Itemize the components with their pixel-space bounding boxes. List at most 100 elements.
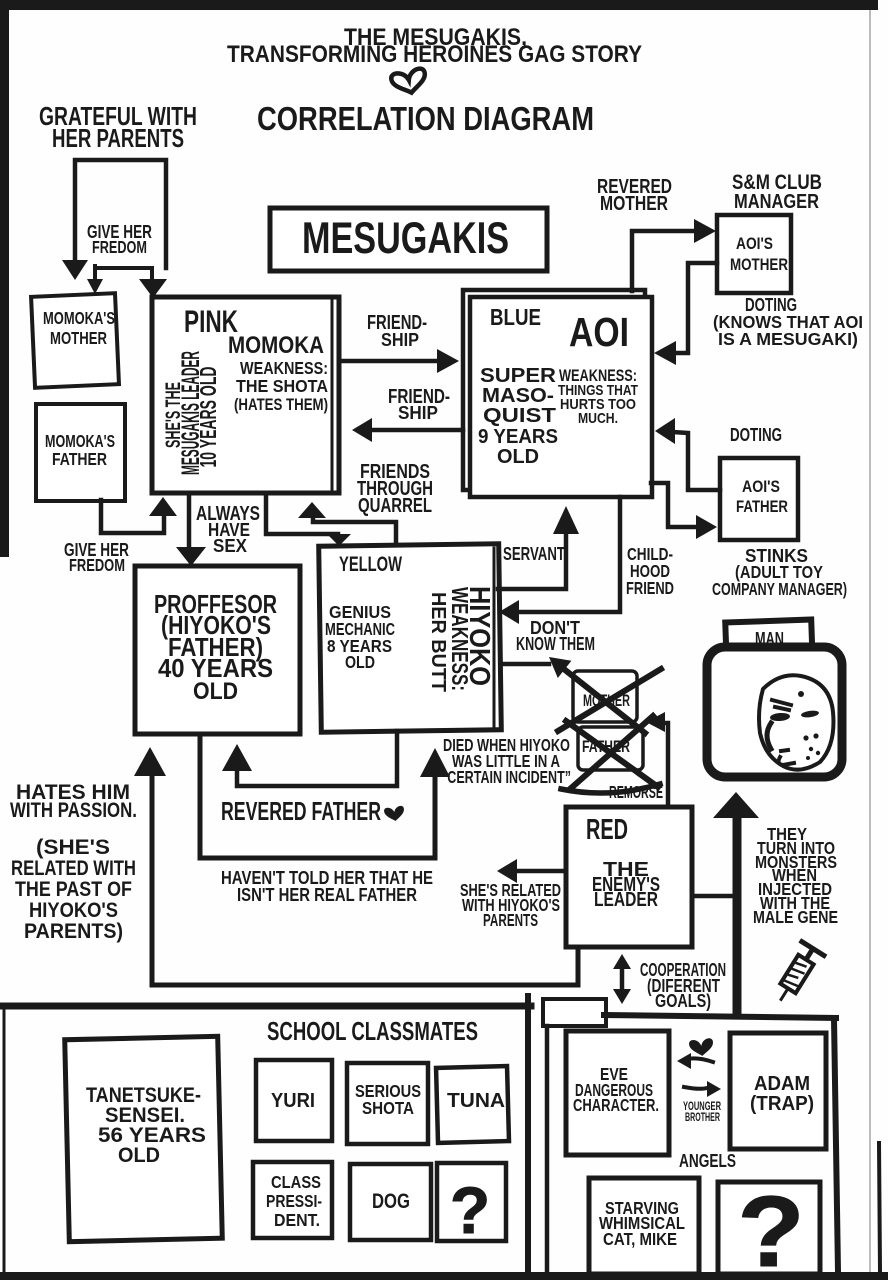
svg-text:MECHANIC: MECHANIC [325,620,395,639]
svg-text:?: ? [737,1177,804,1280]
svg-text:WHEN: WHEN [772,866,817,885]
svg-text:THE MESUGAKIS,: THE MESUGAKIS, [344,23,527,50]
svg-text:40 YEARS: 40 YEARS [158,654,273,682]
svg-text:ADAM: ADAM [754,1072,810,1095]
svg-text:BLUE: BLUE [490,306,541,331]
svg-text:(TRAP): (TRAP) [750,1092,814,1115]
svg-text:SERIOUS: SERIOUS [355,1082,421,1101]
svg-text:CLASS: CLASS [271,1173,321,1192]
svg-text:LEADER: LEADER [594,888,658,911]
svg-text:WITH PASSION.: WITH PASSION. [10,799,137,823]
svg-text:SEX: SEX [213,535,247,557]
svg-text:MESUGAKIS LEADER: MESUGAKIS LEADER [177,351,205,475]
svg-text:FATHER: FATHER [736,498,788,516]
svg-text:RED: RED [586,814,628,846]
svg-text:GENIUS: GENIUS [329,603,391,622]
svg-text:CHILD-: CHILD- [627,545,673,564]
svg-text:MOTHER: MOTHER [600,192,668,215]
svg-text:WEAKNESS:: WEAKNESS: [559,367,637,385]
svg-text:THE SHOTA: THE SHOTA [236,377,328,396]
svg-text:HIYOKO: HIYOKO [463,586,495,686]
svg-text:HAVEN'T TOLD HER THAT HE: HAVEN'T TOLD HER THAT HE [221,867,433,889]
svg-text:TURN INTO: TURN INTO [757,839,835,858]
svg-text:FRIEND-: FRIEND- [388,385,450,408]
svg-text:MOMOKA: MOMOKA [228,331,324,358]
svg-text:HER BUTT: HER BUTT [427,592,449,692]
svg-text:FREDOM: FREDOM [92,238,147,257]
svg-text:MASO-: MASO- [482,384,554,407]
svg-text:“CERTAIN INCIDENT”: “CERTAIN INCIDENT” [441,768,571,787]
svg-text:HIYOKO'S: HIYOKO'S [29,899,118,923]
svg-text:MOTHER: MOTHER [583,692,630,710]
svg-text:THINGS THAT: THINGS THAT [558,381,638,398]
svg-text:PINK: PINK [184,304,238,339]
svg-text:56 YEARS: 56 YEARS [98,1124,206,1148]
svg-text:COOPERATION: COOPERATION [640,959,726,981]
svg-text:PROFFESOR: PROFFESOR [154,590,277,618]
svg-text:GIVE HER: GIVE HER [64,539,129,561]
svg-text:HAVE: HAVE [208,519,250,541]
svg-text:CORRELATION DIAGRAM: CORRELATION DIAGRAM [257,100,594,138]
svg-text:WHIMSICAL: WHIMSICAL [599,1214,685,1233]
svg-text:INJECTED: INJECTED [758,880,832,899]
svg-text:THROUGH: THROUGH [357,477,433,500]
svg-text:STINKS: STINKS [745,545,808,567]
svg-text:PARENTS): PARENTS) [24,920,123,944]
svg-text:CAT, MIKE: CAT, MIKE [603,1230,677,1249]
svg-text:YOUNGER: YOUNGER [683,1100,721,1114]
svg-text:OLD: OLD [497,445,539,468]
svg-text:MONSTERS: MONSTERS [755,853,837,872]
svg-text:MALE GENE: MALE GENE [753,908,838,927]
svg-text:IS A MESUGAKI): IS A MESUGAKI) [718,330,858,349]
svg-text:ISN'T HER REAL FATHER: ISN'T HER REAL FATHER [237,884,417,906]
svg-text:SCHOOL CLASSMATES: SCHOOL CLASSMATES [267,1017,478,1045]
svg-text:(ADULT TOY: (ADULT TOY [735,563,824,582]
svg-text:RELATED WITH: RELATED WITH [11,857,136,881]
svg-text:HER PARENTS: HER PARENTS [52,124,184,152]
svg-text:?: ? [450,1173,490,1247]
svg-text:DENT.: DENT. [274,1211,320,1230]
svg-text:SUPER: SUPER [480,364,556,387]
svg-text:DANGEROUS: DANGEROUS [575,1081,653,1100]
svg-text:MANAGER: MANAGER [734,190,819,213]
svg-text:WITH THE: WITH THE [760,894,830,913]
svg-text:MAN: MAN [755,628,784,650]
svg-text:DIED WHEN HIYOKO: DIED WHEN HIYOKO [443,736,570,755]
svg-text:OLD: OLD [193,677,238,704]
svg-text:MOMOKA'S: MOMOKA'S [45,432,115,451]
svg-text:STARVING: STARVING [605,1199,679,1218]
svg-text:KNOW THEM: KNOW THEM [516,633,595,655]
svg-text:SENSEI.: SENSEI. [105,1104,185,1128]
svg-text:FRIEND: FRIEND [626,579,674,598]
svg-text:ANGELS: ANGELS [679,1150,736,1172]
svg-text:REMORSE: REMORSE [609,783,663,802]
svg-text:FREDOM: FREDOM [69,556,125,575]
svg-text:FATHER): FATHER) [168,633,263,661]
svg-text:(DIFERENT: (DIFERENT [647,975,720,997]
svg-text:PARENTS: PARENTS [483,911,538,930]
svg-text:8 YEARS: 8 YEARS [327,637,392,656]
svg-text:MOTHER: MOTHER [50,329,107,348]
svg-text:WEAKNESS:: WEAKNESS: [240,359,328,378]
svg-text:SHE'S RELATED: SHE'S RELATED [460,881,561,900]
svg-text:THE PAST OF: THE PAST OF [15,878,132,902]
svg-text:AOI: AOI [569,310,629,355]
svg-text:(KNOWS THAT AOI: (KNOWS THAT AOI [713,313,863,332]
svg-text:MUCH.: MUCH. [578,409,618,426]
svg-text:QUARREL: QUARREL [358,494,432,517]
svg-text:HATES HIM: HATES HIM [16,781,130,805]
svg-text:SHIP: SHIP [398,402,438,424]
svg-text:WITH HIYOKO'S: WITH HIYOKO'S [462,896,560,915]
svg-text:THE: THE [603,858,649,881]
svg-text:CHARACTER.: CHARACTER. [573,1096,659,1115]
svg-text:OLD: OLD [118,1144,160,1168]
svg-text:DOTING: DOTING [745,294,797,316]
svg-text:WAS LITTLE IN A: WAS LITTLE IN A [452,752,560,771]
svg-text:WEAKNESS:: WEAKNESS: [447,587,473,691]
svg-text:DON'T: DON'T [530,617,580,639]
svg-text:MOTHER: MOTHER [730,256,788,274]
svg-text:SHIP: SHIP [381,329,419,351]
svg-text:THEY: THEY [767,825,808,844]
svg-text:OLD: OLD [345,653,375,672]
svg-text:AOI'S: AOI'S [736,235,773,253]
